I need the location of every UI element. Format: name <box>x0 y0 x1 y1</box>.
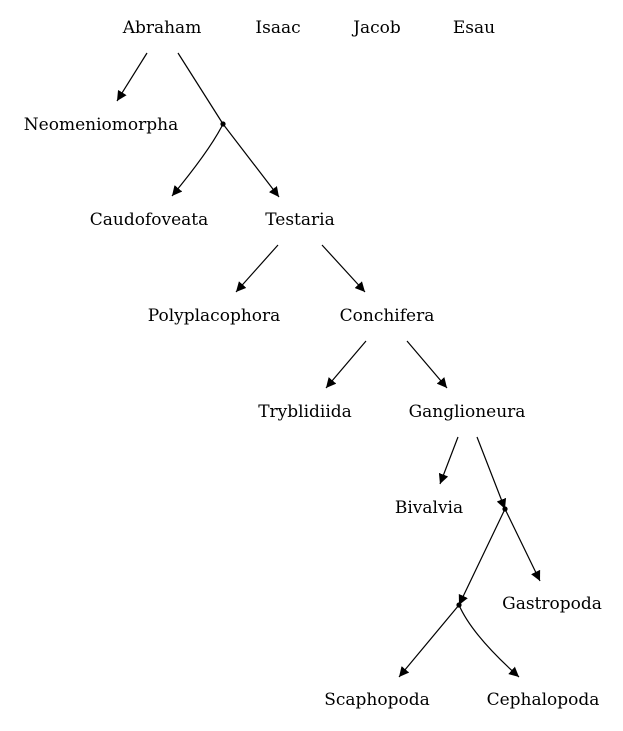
edge-junction-testaria <box>222 123 280 198</box>
edge-ganglioneura-bivalvia <box>438 436 459 485</box>
edge-subjunction-scaphopoda <box>398 604 460 678</box>
edge-junction-caudofoveata <box>171 123 224 197</box>
node-scaphopoda: Scaphopoda <box>324 690 430 710</box>
edge-testaria-polyplacophora <box>235 244 279 293</box>
node-esau: Esau <box>453 18 495 38</box>
edge-subjunction-cephalopoda <box>458 604 520 678</box>
labels: Abraham Isaac Jacob Esau Neomeniomorpha … <box>24 18 602 710</box>
node-abraham: Abraham <box>122 18 202 38</box>
edges <box>116 52 541 678</box>
edge-junction-subjunction <box>458 508 506 606</box>
edge-conchifera-ganglioneura <box>406 340 448 389</box>
edge-abraham-junction <box>177 52 224 125</box>
node-testaria: Testaria <box>265 210 334 230</box>
node-bivalvia: Bivalvia <box>395 498 463 518</box>
edge-testaria-conchifera <box>321 244 366 293</box>
edge-junction-gastropoda <box>504 508 541 582</box>
node-gastropoda: Gastropoda <box>502 594 602 614</box>
node-neomeniomorpha: Neomeniomorpha <box>24 115 178 135</box>
junction-point <box>502 506 508 512</box>
node-tryblidiida: Tryblidiida <box>258 402 352 422</box>
node-conchifera: Conchifera <box>340 306 435 326</box>
edge-conchifera-tryblidiida <box>325 340 367 389</box>
junction-point <box>456 602 462 608</box>
node-caudofoveata: Caudofoveata <box>90 210 209 230</box>
edge-ganglioneura-junction <box>476 436 507 510</box>
junctions <box>220 121 508 608</box>
node-polyplacophora: Polyplacophora <box>148 306 281 326</box>
node-ganglioneura: Ganglioneura <box>409 402 526 422</box>
junction-point <box>220 121 226 127</box>
edge-abraham-neomeniomorpha <box>116 52 148 102</box>
node-cephalopoda: Cephalopoda <box>487 690 600 710</box>
node-jacob: Jacob <box>351 18 401 38</box>
node-isaac: Isaac <box>255 18 300 38</box>
